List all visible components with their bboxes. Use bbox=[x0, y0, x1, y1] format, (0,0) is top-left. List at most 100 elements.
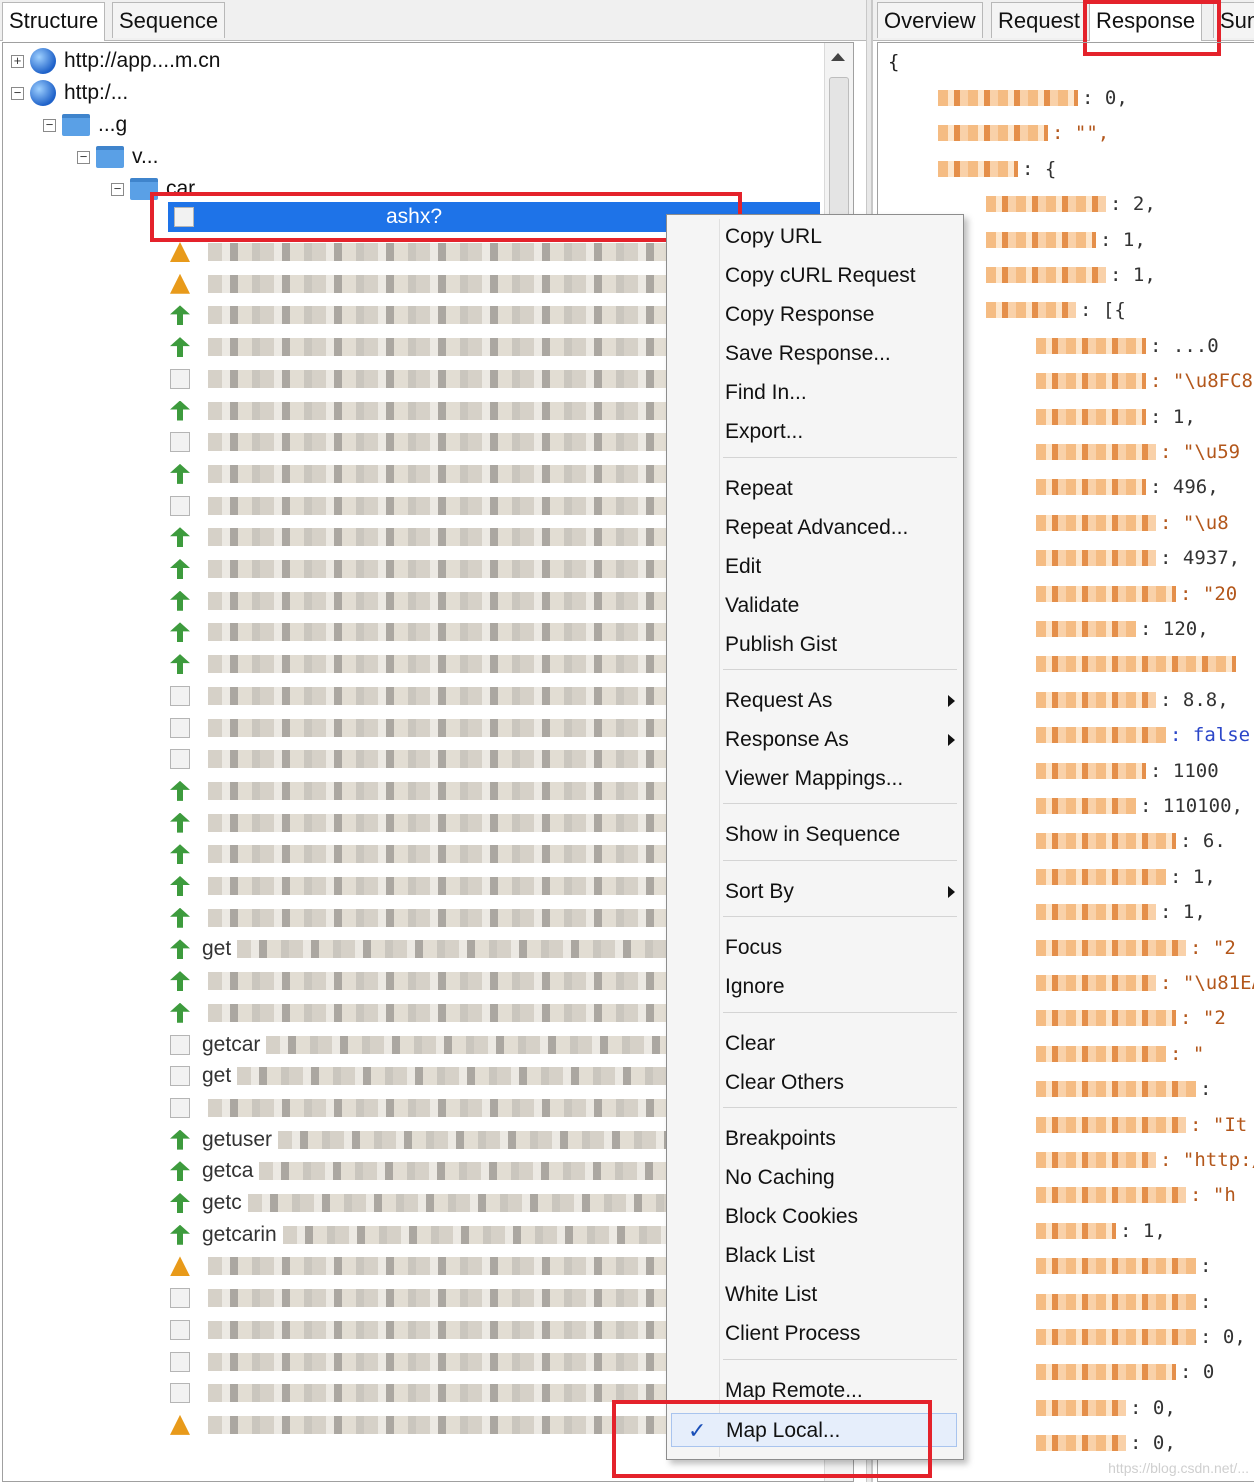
request-row[interactable] bbox=[170, 872, 666, 900]
json-line: : "\u59 bbox=[1036, 437, 1240, 467]
menu-item-validate[interactable]: Validate bbox=[725, 589, 961, 623]
request-row[interactable]: getc bbox=[170, 1189, 666, 1217]
menu-item-repeat[interactable]: Repeat bbox=[725, 472, 961, 506]
menu-item-repeat-advanced[interactable]: Repeat Advanced... bbox=[725, 511, 961, 545]
request-row[interactable]: getuser bbox=[170, 1126, 666, 1154]
request-url-redacted bbox=[208, 496, 666, 515]
request-row[interactable]: get bbox=[170, 935, 666, 963]
menu-item-breakpoints[interactable]: Breakpoints bbox=[725, 1122, 961, 1156]
request-row[interactable] bbox=[170, 492, 666, 520]
request-row[interactable] bbox=[170, 650, 666, 678]
menu-item-sort-by[interactable]: Sort By bbox=[725, 875, 961, 909]
request-row[interactable] bbox=[170, 1284, 666, 1312]
menu-item-copy-response[interactable]: Copy Response bbox=[725, 298, 961, 332]
request-row[interactable] bbox=[170, 1411, 666, 1439]
request-row[interactable]: getcarin bbox=[170, 1221, 666, 1249]
menu-item-clear-others[interactable]: Clear Others bbox=[725, 1066, 961, 1100]
tree-folder-1[interactable]: − ...g bbox=[43, 109, 127, 141]
request-row[interactable] bbox=[170, 840, 666, 868]
request-row[interactable] bbox=[170, 1348, 666, 1376]
request-row[interactable]: get bbox=[170, 1062, 666, 1090]
selected-request-label: ashx? bbox=[386, 205, 443, 228]
request-row[interactable] bbox=[170, 809, 666, 837]
request-row[interactable] bbox=[170, 618, 666, 646]
menu-item-export[interactable]: Export... bbox=[725, 415, 961, 449]
menu-item-map-remote[interactable]: Map Remote... bbox=[725, 1374, 961, 1408]
tab-response[interactable]: Response bbox=[1089, 2, 1203, 41]
tab-overview[interactable]: Overview bbox=[877, 2, 983, 38]
menu-item-viewer-mappings[interactable]: Viewer Mappings... bbox=[725, 762, 961, 796]
menu-item-focus[interactable]: Focus bbox=[725, 931, 961, 965]
request-row[interactable] bbox=[170, 714, 666, 742]
request-row[interactable] bbox=[170, 301, 666, 329]
request-row[interactable] bbox=[170, 1252, 666, 1280]
request-row[interactable] bbox=[170, 1094, 666, 1122]
request-row[interactable] bbox=[170, 238, 666, 266]
tree-folder-car[interactable]: − car bbox=[111, 173, 195, 205]
json-line: : [{ bbox=[986, 295, 1126, 325]
tab-structure[interactable]: Structure bbox=[2, 2, 106, 41]
menu-item-request-as[interactable]: Request As bbox=[725, 684, 961, 718]
menu-item-black-list[interactable]: Black List bbox=[725, 1239, 961, 1273]
menu-item-show-in-sequence[interactable]: Show in Sequence bbox=[725, 818, 961, 852]
host-label: http://app....m.cn bbox=[64, 49, 221, 72]
menu-item-client-process[interactable]: Client Process bbox=[725, 1317, 961, 1351]
menu-item-ignore[interactable]: Ignore bbox=[725, 970, 961, 1004]
json-key-redacted bbox=[1036, 1116, 1186, 1133]
menu-item-edit[interactable]: Edit bbox=[725, 550, 961, 584]
tab-summary[interactable]: Sun bbox=[1213, 2, 1254, 38]
request-row[interactable] bbox=[170, 365, 666, 393]
collapse-icon[interactable]: − bbox=[43, 118, 56, 132]
request-row[interactable] bbox=[170, 523, 666, 551]
request-row[interactable] bbox=[170, 270, 666, 298]
menu-item-map-local[interactable]: ✓Map Local... bbox=[671, 1413, 957, 1447]
request-url-redacted bbox=[208, 560, 666, 578]
scroll-up-icon[interactable] bbox=[831, 53, 845, 61]
menu-item-response-as[interactable]: Response As bbox=[725, 723, 961, 757]
request-row[interactable] bbox=[170, 333, 666, 361]
request-row[interactable] bbox=[170, 1379, 666, 1407]
request-row[interactable] bbox=[170, 904, 666, 932]
json-key-redacted bbox=[1036, 762, 1146, 779]
request-row[interactable] bbox=[170, 777, 666, 805]
request-row[interactable] bbox=[170, 397, 666, 425]
menu-item-copy-curl-request[interactable]: Copy cURL Request bbox=[725, 259, 961, 293]
request-row[interactable]: getcar bbox=[170, 1031, 666, 1059]
menu-item-block-cookies[interactable]: Block Cookies bbox=[725, 1200, 961, 1234]
tab-sequence[interactable]: Sequence bbox=[112, 2, 226, 38]
request-row[interactable] bbox=[170, 428, 666, 456]
collapse-icon[interactable]: − bbox=[77, 150, 90, 164]
request-url-redacted bbox=[208, 1384, 666, 1403]
tab-request[interactable]: Request bbox=[991, 2, 1087, 38]
json-key-redacted bbox=[986, 267, 1106, 283]
menu-item-publish-gist[interactable]: Publish Gist bbox=[725, 628, 961, 662]
request-row[interactable] bbox=[170, 745, 666, 773]
request-row[interactable] bbox=[170, 587, 666, 615]
request-row[interactable] bbox=[170, 999, 666, 1027]
request-row[interactable]: getca bbox=[170, 1157, 666, 1185]
json-line: : "", bbox=[938, 118, 1109, 148]
request-url-redacted bbox=[208, 274, 666, 293]
request-row[interactable] bbox=[170, 460, 666, 488]
menu-item-label: Clear bbox=[725, 1032, 776, 1055]
tree-folder-2[interactable]: − v... bbox=[77, 141, 158, 173]
request-url-redacted bbox=[208, 369, 666, 388]
menu-item-no-caching[interactable]: No Caching bbox=[725, 1161, 961, 1195]
menu-item-white-list[interactable]: White List bbox=[725, 1278, 961, 1312]
collapse-icon[interactable]: − bbox=[111, 182, 124, 196]
request-row[interactable] bbox=[170, 682, 666, 710]
tree-host-1[interactable]: + http://app....m.cn bbox=[11, 45, 220, 77]
tree-host-2[interactable]: − http:/... bbox=[11, 77, 128, 109]
menu-item-copy-url[interactable]: Copy URL bbox=[725, 220, 961, 254]
menu-item-find-in[interactable]: Find In... bbox=[725, 376, 961, 410]
json-key-redacted bbox=[1036, 727, 1166, 744]
response-json-viewer[interactable]: { : 0,: "",: {: 2,: 1,: 1,: [{: ...0: "\… bbox=[877, 42, 1254, 1482]
request-row[interactable] bbox=[170, 1316, 666, 1344]
collapse-icon[interactable]: − bbox=[11, 86, 24, 100]
menu-separator bbox=[723, 669, 957, 670]
request-row[interactable] bbox=[170, 967, 666, 995]
expand-icon[interactable]: + bbox=[11, 54, 24, 68]
menu-item-clear[interactable]: Clear bbox=[725, 1027, 961, 1061]
menu-item-save-response[interactable]: Save Response... bbox=[725, 337, 961, 371]
request-row[interactable] bbox=[170, 555, 666, 583]
